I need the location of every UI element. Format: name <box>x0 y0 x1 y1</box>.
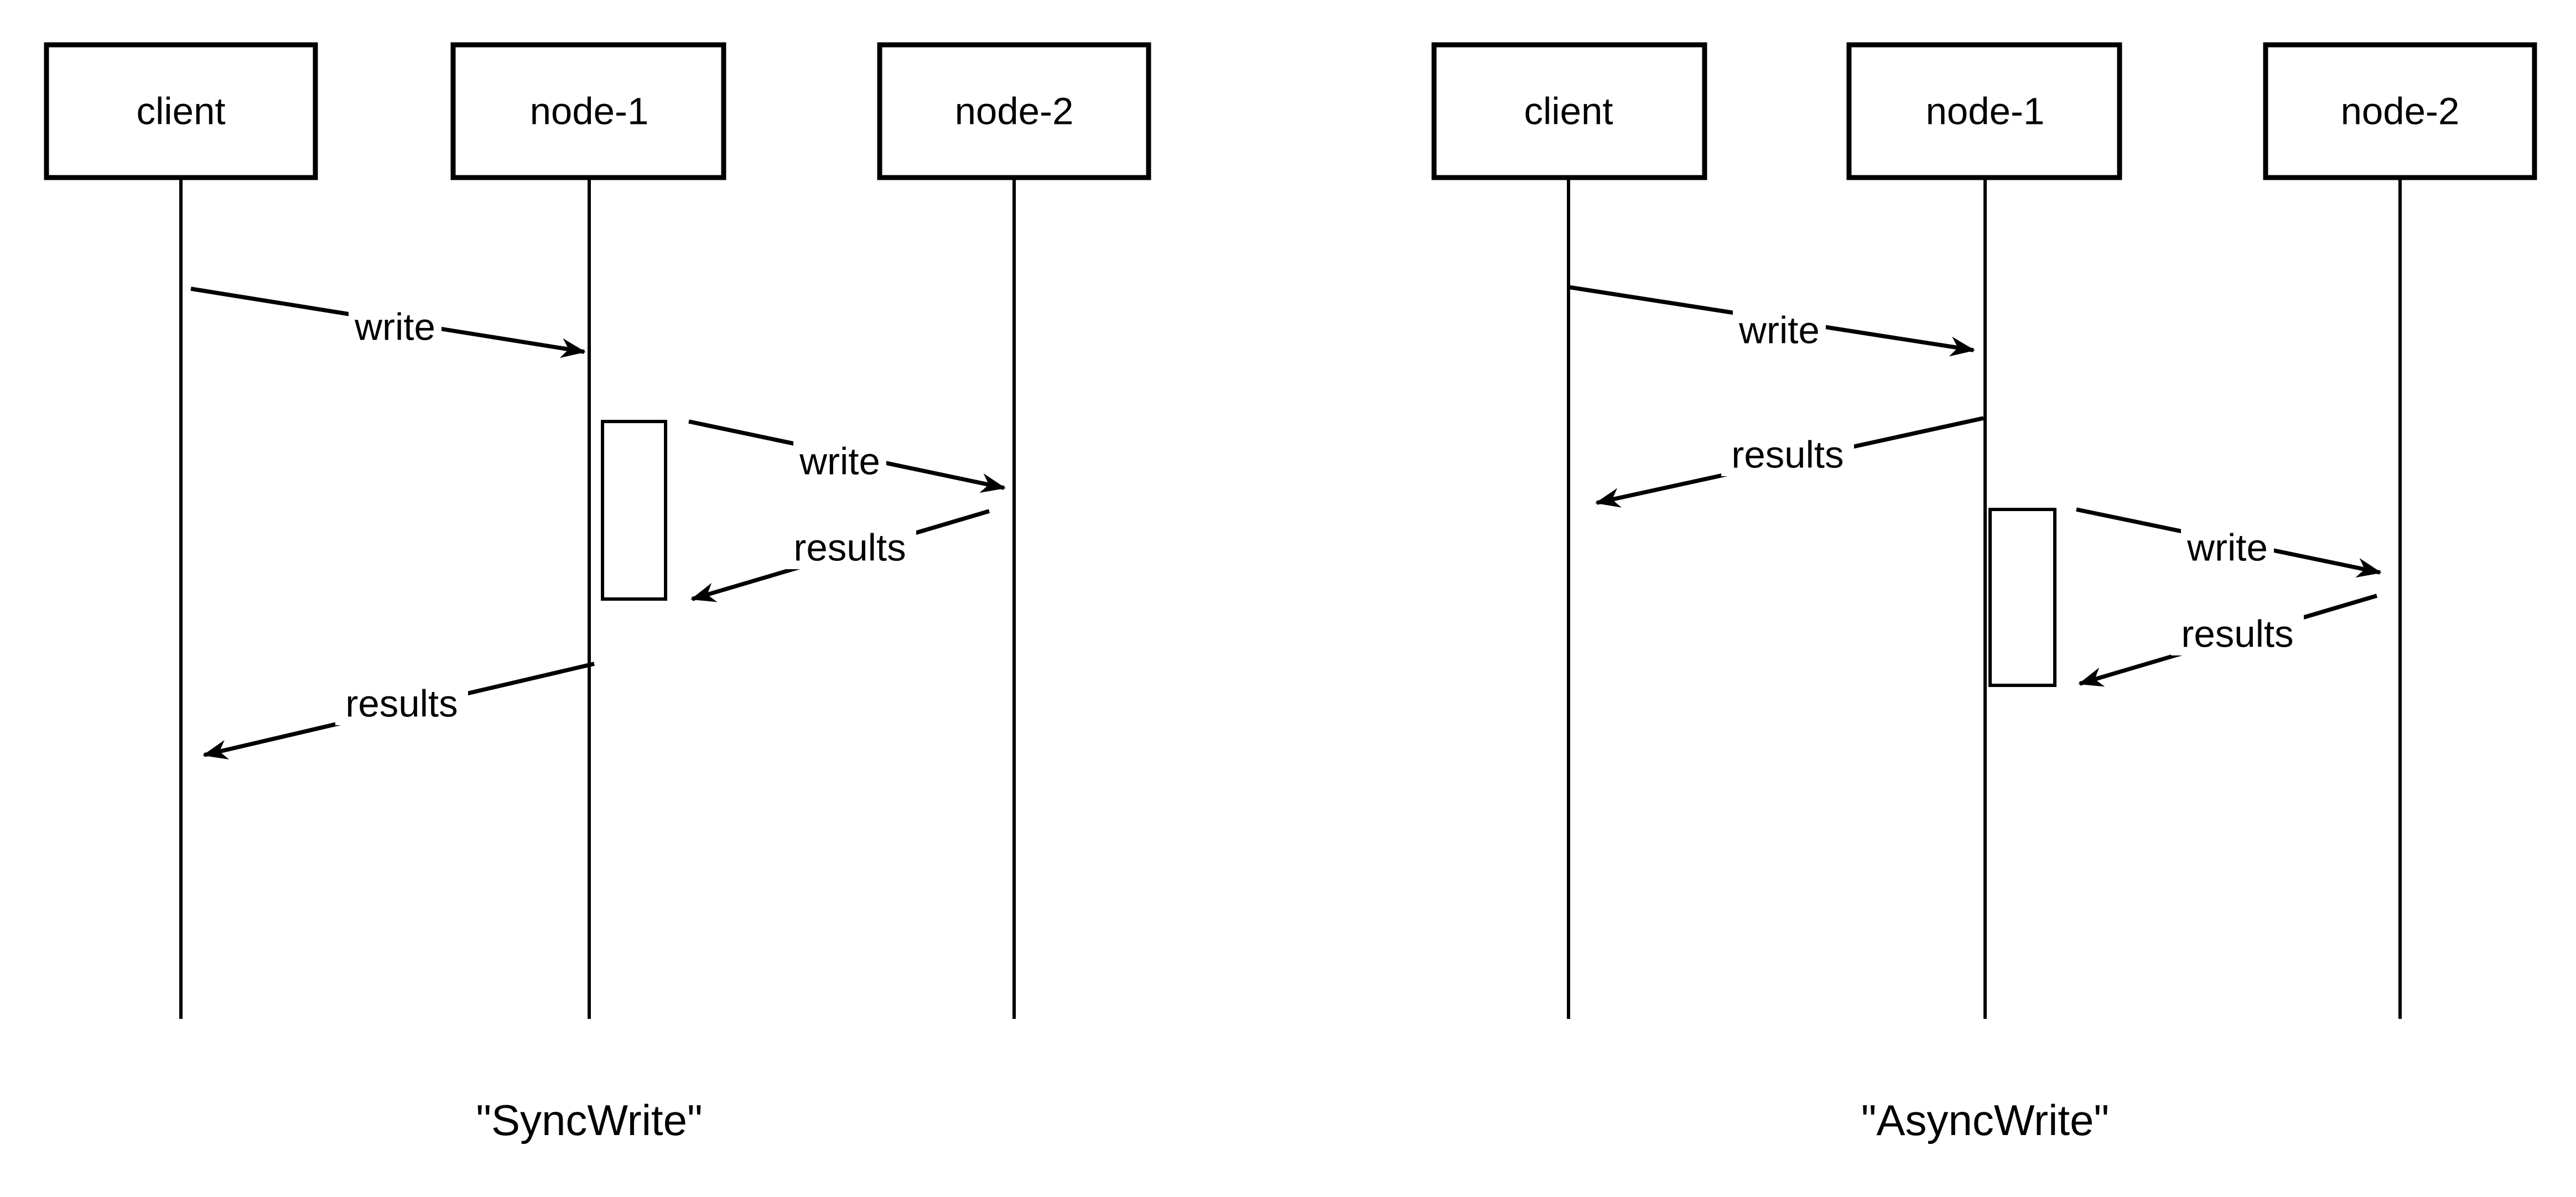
message-label-bg <box>783 526 916 569</box>
message-label-bg <box>2181 526 2274 569</box>
actor-box-client <box>44 42 318 180</box>
message-label-write: write <box>2187 527 2268 569</box>
diagram-syncwrite: client node-1 node-2 write write results… <box>44 42 1151 1144</box>
message-label-results: results <box>345 683 458 725</box>
actor-box-node-2 <box>2263 42 2537 180</box>
actor-label-node-1: node-1 <box>1926 90 2045 133</box>
actor-label-node-1: node-1 <box>530 90 649 133</box>
actor-label-node-2: node-2 <box>955 90 1074 133</box>
message-label-write: write <box>799 440 880 483</box>
message-label-bg <box>1721 433 1854 476</box>
actor-label-client: client <box>136 90 225 133</box>
actor-box-node-2 <box>877 42 1151 180</box>
activation-bar-node-1 <box>1988 508 2056 687</box>
diagram-caption-asyncwrite: "AsyncWrite" <box>1861 1096 2109 1144</box>
message-label-results: results <box>1731 434 1843 476</box>
activation-bar-node-1 <box>601 420 667 601</box>
message-label-bg <box>335 682 468 725</box>
message-label-bg <box>1733 309 1826 352</box>
message-label-bg <box>349 305 442 348</box>
actor-box-node-1 <box>450 42 726 180</box>
actor-box-client <box>1431 42 1707 180</box>
message-label-bg <box>793 440 886 483</box>
diagram-caption-syncwrite: "SyncWrite" <box>476 1096 702 1144</box>
diagram-asyncwrite: client node-1 node-2 write results write… <box>1431 42 2537 1144</box>
message-label-results: results <box>793 527 906 569</box>
actor-label-node-2: node-2 <box>2341 90 2460 133</box>
message-label-write: write <box>1738 309 1820 352</box>
message-label-results: results <box>2181 613 2293 655</box>
message-label-bg <box>2171 612 2304 655</box>
message-label-write: write <box>354 306 435 348</box>
actor-box-node-1 <box>1846 42 2122 180</box>
actor-label-client: client <box>1524 90 1613 133</box>
